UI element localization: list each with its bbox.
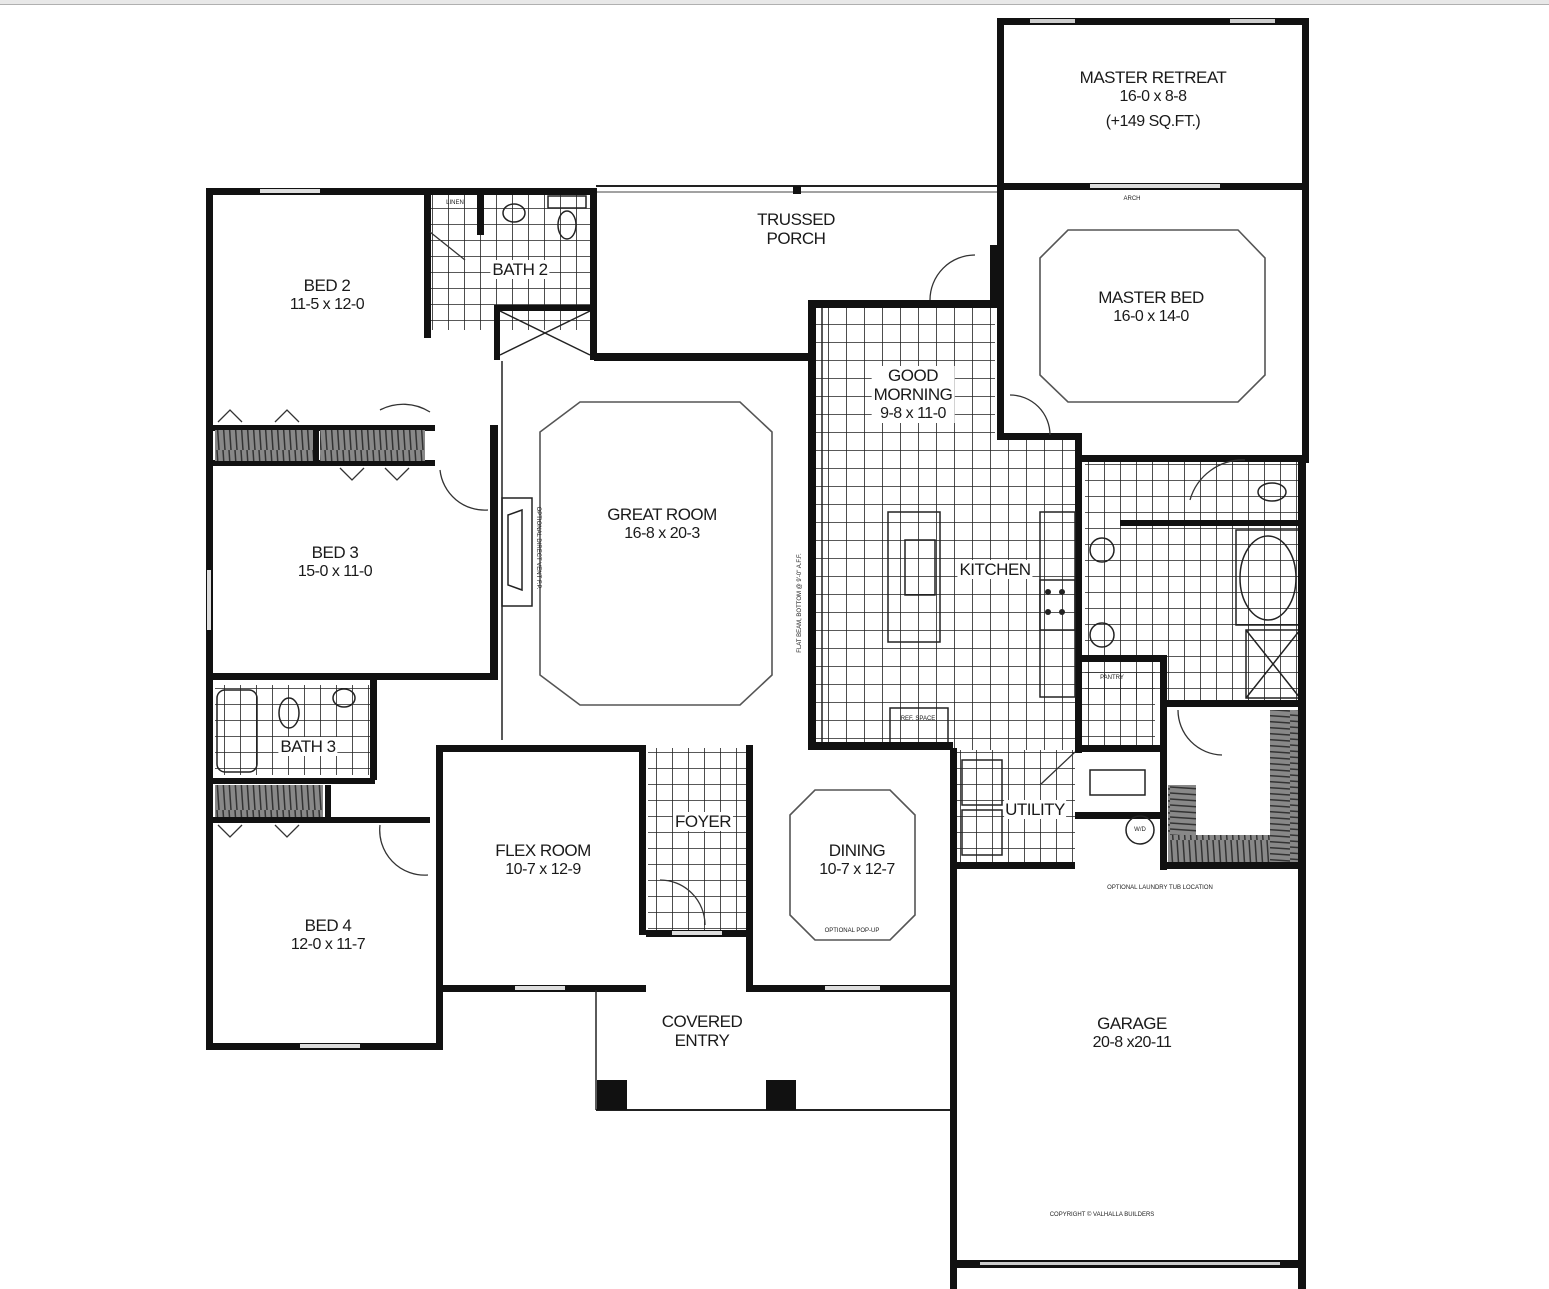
room-dimensions: 10-7 x 12-9 — [505, 861, 581, 878]
room-master-bed: MASTER BED 16-0 x 14-0 — [1098, 288, 1204, 326]
room-dimensions: 16-8 x 20-3 — [624, 525, 700, 542]
room-name: FOYER — [674, 812, 732, 831]
room-bath-3: BATH 3 — [278, 737, 338, 756]
room-name: GOOD — [888, 366, 938, 385]
room-trussed-porch: TRUSSED PORCH — [757, 210, 835, 248]
room-name: MASTER BED — [1098, 288, 1204, 307]
room-bath-2: BATH 2 — [490, 260, 550, 279]
room-name: BED 2 — [303, 276, 351, 295]
ref-space-label: REF. SPACE — [900, 716, 936, 722]
washer-dryer-label: W/D — [1134, 827, 1146, 833]
room-name: MASTER RETREAT — [1079, 68, 1227, 87]
room-name: BED 4 — [304, 916, 352, 935]
room-name: UTILITY — [1005, 800, 1065, 819]
optional-laundry-label: OPTIONAL LAUNDRY TUB LOCATION — [1107, 885, 1213, 891]
room-dimensions: 15-0 x 11-0 — [297, 563, 373, 580]
room-great-room: GREAT ROOM 16-8 x 20-3 — [607, 505, 717, 543]
room-name: GARAGE — [1097, 1014, 1167, 1033]
room-name: KITCHEN — [959, 560, 1031, 579]
room-name: BATH 2 — [492, 260, 548, 279]
room-dimensions: 10-7 x 12-7 — [819, 861, 895, 878]
arch-label: ARCH — [1123, 196, 1141, 202]
room-name-line2: MORNING — [873, 385, 953, 404]
copyright-label: COPYRIGHT © VALHALLA BUILDERS — [1049, 1212, 1155, 1218]
linen-label: LINEN — [446, 200, 464, 206]
ceiling-note-label: FLAT BEAM, BOTTOM @ 9'-0" A.F.F. — [797, 553, 803, 653]
room-bed-3: BED 3 15-0 x 11-0 — [297, 543, 373, 581]
room-name: GREAT ROOM — [607, 505, 717, 524]
room-name: TRUSSED — [757, 210, 835, 229]
room-kitchen: KITCHEN — [957, 560, 1033, 579]
room-good-morning: GOOD MORNING 9-8 x 11-0 — [871, 366, 955, 423]
room-bed-2: BED 2 11-5 x 12-0 — [289, 276, 365, 314]
room-dimensions: 9-8 x 11-0 — [880, 405, 946, 422]
room-dimensions: 16-0 x 14-0 — [1113, 308, 1189, 325]
room-name: BATH 3 — [280, 737, 336, 756]
room-garage: GARAGE 20-8 x20-11 — [1093, 1014, 1172, 1052]
tile-floors — [215, 195, 1300, 933]
room-area-note: (+149 SQ.FT.) — [1105, 113, 1201, 130]
room-flex-room: FLEX ROOM 10-7 x 12-9 — [495, 841, 591, 879]
room-name: COVERED — [661, 1012, 743, 1031]
room-dimensions: 12-0 x 11-7 — [290, 936, 366, 953]
room-bed-4: BED 4 12-0 x 11-7 — [290, 916, 366, 954]
room-dining: DINING 10-7 x 12-7 — [819, 841, 895, 879]
room-utility: UTILITY — [1004, 800, 1066, 819]
room-dimensions: 11-5 x 12-0 — [289, 296, 365, 313]
room-name-line2: PORCH — [766, 229, 826, 248]
room-name-line2: ENTRY — [674, 1031, 730, 1050]
room-foyer: FOYER — [672, 812, 734, 831]
top-border-strip — [0, 0, 1549, 5]
room-master-retreat: MASTER RETREAT 16-0 x 8-8 (+149 SQ.FT.) — [1080, 68, 1227, 131]
pantry-label: PANTRY — [1100, 675, 1124, 681]
room-name: FLEX ROOM — [495, 841, 591, 860]
optional-pop-up-label: OPTIONAL POP-UP — [824, 928, 880, 934]
room-dimensions: 20-8 x20-11 — [1092, 1034, 1172, 1051]
fireplace-note-label: OPTIONAL DIRECT VENT F.P. — [535, 506, 541, 590]
room-dimensions: 16-0 x 8-8 — [1119, 88, 1187, 105]
room-name: DINING — [828, 841, 886, 860]
room-covered-entry: COVERED ENTRY — [662, 1012, 743, 1050]
room-name: BED 3 — [311, 543, 359, 562]
